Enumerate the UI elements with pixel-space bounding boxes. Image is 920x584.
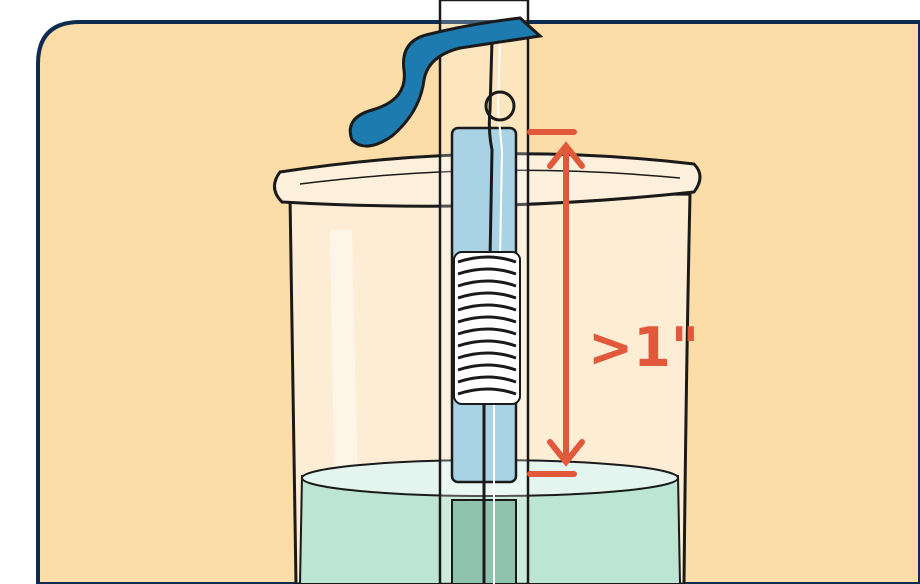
heating-coil-icon <box>454 252 520 404</box>
measurement-label: >1" <box>588 316 699 379</box>
